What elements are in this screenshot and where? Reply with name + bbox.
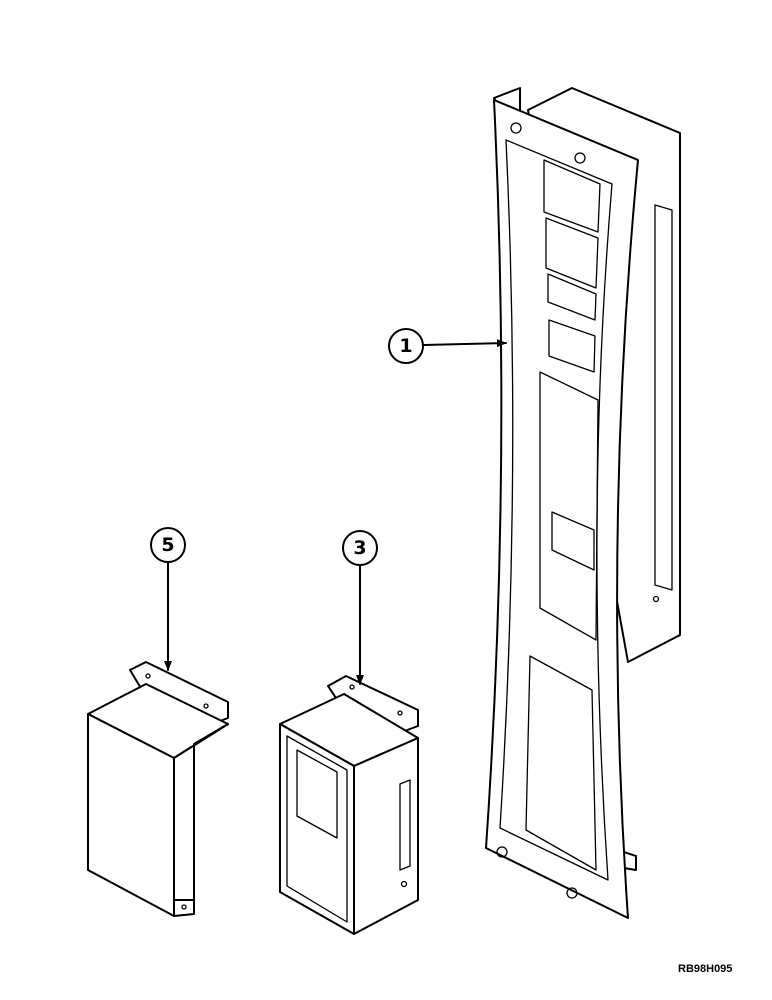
panel-hole-bottom-right (566, 887, 578, 899)
callout-3-label: 3 (353, 537, 366, 559)
panel-lower-window (525, 655, 597, 871)
cover-foot-hole (181, 904, 187, 910)
housing-side-face (353, 737, 419, 935)
housing-bracket-hole-2 (397, 710, 403, 716)
callout-1-circle (388, 328, 424, 364)
callout-5: 5 (150, 527, 186, 671)
panel-inner-frame (499, 139, 613, 881)
callout-1-leader (423, 339, 507, 348)
panel-slot-4 (548, 319, 596, 373)
housing-front-bezel (286, 735, 348, 923)
cover-bracket-hole-2 (203, 703, 209, 709)
panel-hole-bottom-left (496, 846, 508, 858)
panel-slot-3 (547, 273, 597, 321)
panel-hole-top-right (574, 152, 586, 164)
cover-bracket-hole-1 (145, 673, 151, 679)
callout-1-label: 1 (399, 335, 412, 357)
cover-foot-tab (173, 899, 195, 917)
console-panel-part-1 (485, 87, 681, 919)
panel-hole-top-left (510, 122, 522, 134)
panel-slot-2 (545, 217, 599, 289)
instrument-housing-part-3 (279, 675, 419, 935)
cover-part-5 (87, 661, 229, 917)
panel-display-window (539, 371, 599, 641)
callout-1: 1 (388, 328, 507, 364)
panel-side-hole (652, 595, 660, 603)
callout-3-circle (342, 530, 378, 566)
reference-code: RB98H095 (678, 963, 732, 975)
cover-side-edge (173, 723, 229, 915)
panel-slot-1 (543, 159, 601, 233)
housing-side-slot (399, 779, 411, 871)
housing-front-face (279, 723, 355, 935)
callout-3: 3 (342, 530, 378, 685)
callout-5-label: 5 (161, 534, 174, 556)
housing-bracket-hole-1 (349, 684, 355, 690)
panel-small-window (551, 511, 595, 571)
callout-5-circle (150, 527, 186, 563)
housing-side-hole (400, 880, 408, 888)
panel-side-slot (654, 204, 673, 591)
housing-display-window (296, 749, 338, 839)
